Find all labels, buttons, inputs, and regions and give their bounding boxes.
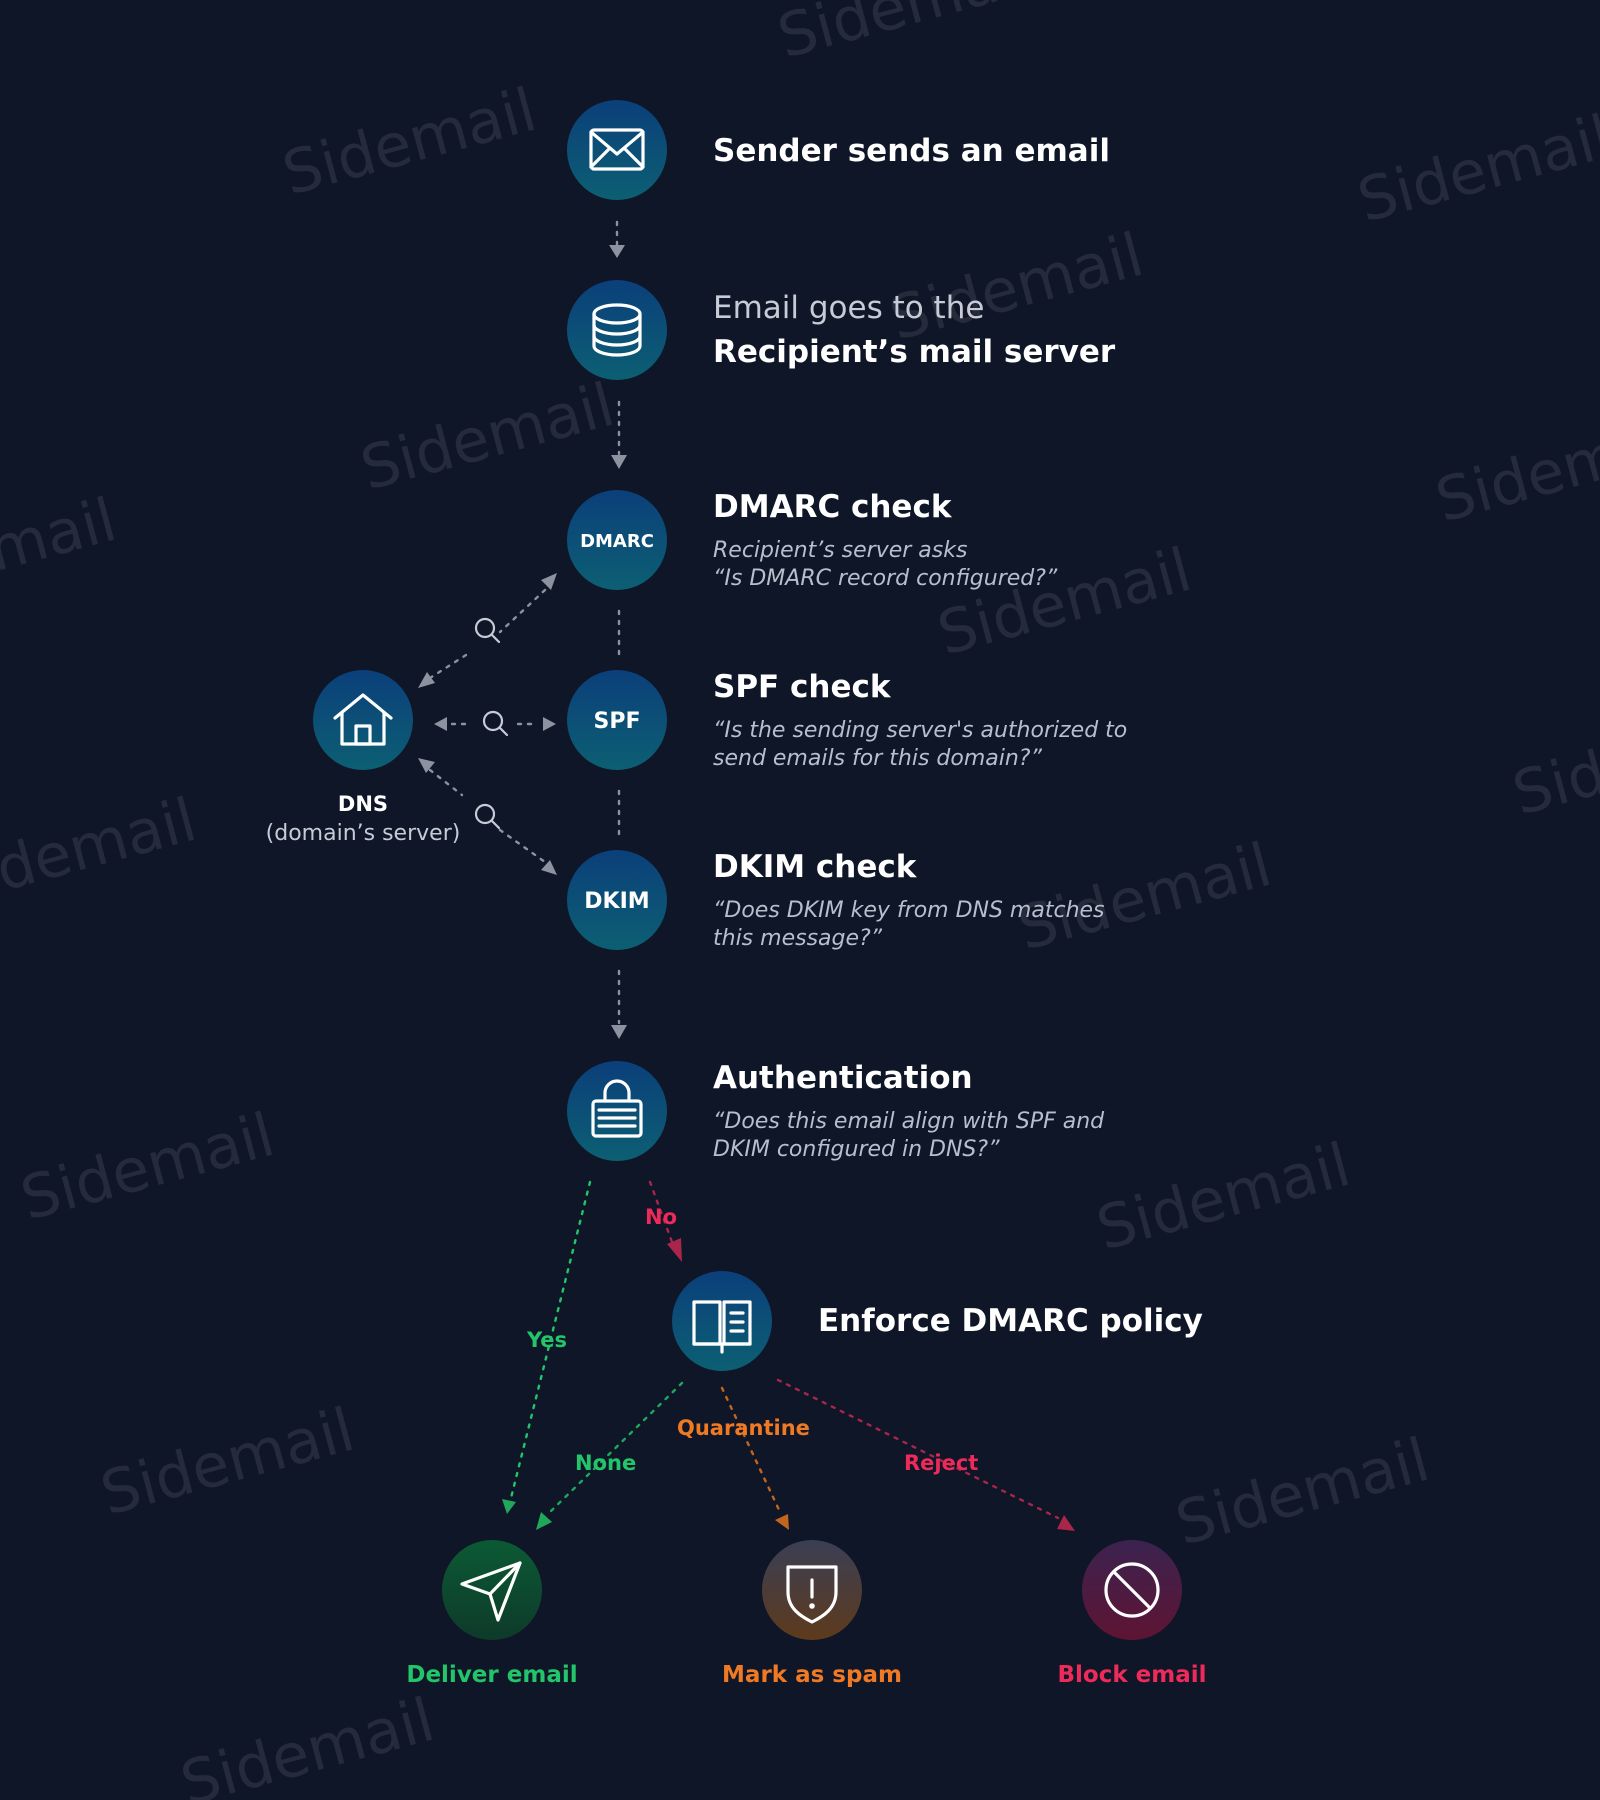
search-icon (474, 617, 501, 644)
edge-label-quarantine: Quarantine (677, 1416, 810, 1440)
step-sender: Sender sends an email (567, 100, 1110, 200)
dkim-node (567, 850, 667, 950)
connector (648, 1180, 674, 1244)
arrowhead (667, 1238, 682, 1262)
dkim-title: DKIM check (713, 849, 918, 885)
edge-label-none: None (575, 1451, 636, 1475)
spf-desc-line1: “Is the sending server's authorized to (713, 718, 1127, 743)
connector (776, 1378, 1060, 1520)
dns-name: DNS (338, 792, 388, 816)
arrowhead (541, 573, 557, 590)
sender-title: Sender sends an email (713, 133, 1110, 169)
server-line1: Email goes to the (713, 290, 984, 326)
dmarc-title: DMARC check (713, 489, 953, 525)
watermark: Sidemail (0, 785, 203, 919)
envelope-icon (589, 128, 645, 171)
spf-node (567, 670, 667, 770)
server-line2: Recipient’s mail server (713, 334, 1116, 370)
outcome-deliver: Deliver email (406, 1540, 578, 1688)
main-connectors (609, 220, 627, 1039)
arrowhead (418, 758, 435, 773)
book-icon (692, 1300, 752, 1354)
sender-node (567, 100, 667, 200)
block-label: Block email (1057, 1662, 1206, 1688)
dkim-desc-line2: this message?” (713, 926, 883, 951)
dkim-badge: DKIM (584, 889, 649, 914)
arrowhead (775, 1514, 789, 1530)
connector (548, 1381, 684, 1514)
dns-node (313, 670, 413, 770)
spf-badge: SPF (594, 709, 641, 734)
connector (428, 768, 464, 797)
search-icon (482, 710, 509, 737)
step-spf: SPF SPF check “Is the sending server's a… (567, 669, 1127, 771)
spf-desc-line2: send emails for this domain?” (713, 746, 1042, 771)
step-enforce: Enforce DMARC policy (672, 1271, 1203, 1371)
watermark: Sidemail (1506, 695, 1600, 829)
arrowhead (434, 717, 447, 731)
watermark: Sidemail (931, 535, 1199, 669)
edge-label-reject: Reject (904, 1451, 978, 1475)
auth-title: Authentication (713, 1060, 973, 1096)
shield-alert-icon (786, 1565, 838, 1624)
watermark: Sidemail (771, 0, 1039, 72)
dmarc-desc-line1: Recipient’s server asks (713, 538, 967, 563)
lock-icon (591, 1079, 643, 1138)
dmarc-node (567, 490, 667, 590)
enforce-title: Enforce DMARC policy (818, 1303, 1203, 1339)
connector (498, 588, 547, 634)
server-node (567, 280, 667, 380)
decision-connectors (502, 1180, 1075, 1531)
watermark: Sidemail (1090, 1130, 1358, 1264)
dns-node-group: DNS (domain’s server) (266, 670, 461, 846)
dns-connectors (418, 573, 557, 875)
watermark: Sidemail (1429, 402, 1600, 536)
connector (428, 653, 468, 680)
paper-plane-icon (460, 1561, 522, 1622)
watermark: Sidemail (94, 1395, 362, 1529)
step-dmarc: DMARC DMARC check Recipient’s server ask… (567, 489, 1058, 591)
auth-desc-line2: DKIM configured in DNS?” (713, 1137, 1000, 1162)
connector (498, 828, 547, 864)
dmarc-badge: DMARC (580, 531, 654, 552)
step-auth: Authentication “Does this email align wi… (567, 1060, 1105, 1162)
watermark: Sidemail (1351, 102, 1600, 236)
deliver-label: Deliver email (406, 1662, 577, 1688)
spf-title: SPF check (713, 669, 892, 705)
arrowhead (611, 455, 627, 469)
enforce-node (672, 1271, 772, 1371)
dmarc-desc-line2: “Is DMARC record configured?” (713, 566, 1058, 591)
outcome-block: Block email (1057, 1540, 1207, 1688)
edge-label-no: No (645, 1205, 677, 1229)
step-dkim: DKIM DKIM check “Does DKIM key from DNS … (567, 849, 1105, 951)
step-server: Email goes to the Recipient’s mail serve… (567, 280, 1116, 380)
connector (720, 1386, 782, 1514)
edge-label-yes: Yes (526, 1328, 567, 1352)
outcome-spam: Mark as spam (722, 1540, 902, 1688)
house-icon (333, 693, 393, 746)
database-icon (592, 303, 642, 357)
arrowhead (502, 1499, 516, 1514)
watermark: Sidemail (1169, 1425, 1437, 1559)
arrowhead (418, 672, 435, 688)
watermark: Sidemail (174, 1685, 442, 1800)
watermark: Sidemail (354, 370, 622, 504)
watermark: Sidemail (0, 485, 123, 619)
watermark: Sidemail (14, 1100, 282, 1234)
arrowhead (543, 717, 556, 731)
spam-label: Mark as spam (722, 1662, 902, 1688)
arrowhead (536, 1512, 552, 1530)
dkim-desc-line1: “Does DKIM key from DNS matches (713, 898, 1105, 923)
dns-sub: (domain’s server) (266, 821, 461, 846)
arrowhead (611, 1025, 627, 1039)
search-icon (474, 803, 501, 830)
arrowhead (1057, 1515, 1075, 1531)
arrowhead (609, 245, 625, 258)
block-icon (1104, 1562, 1160, 1618)
arrowhead (541, 860, 557, 875)
watermark: Sidemail (276, 75, 544, 209)
auth-desc-line1: “Does this email align with SPF and (713, 1109, 1105, 1134)
